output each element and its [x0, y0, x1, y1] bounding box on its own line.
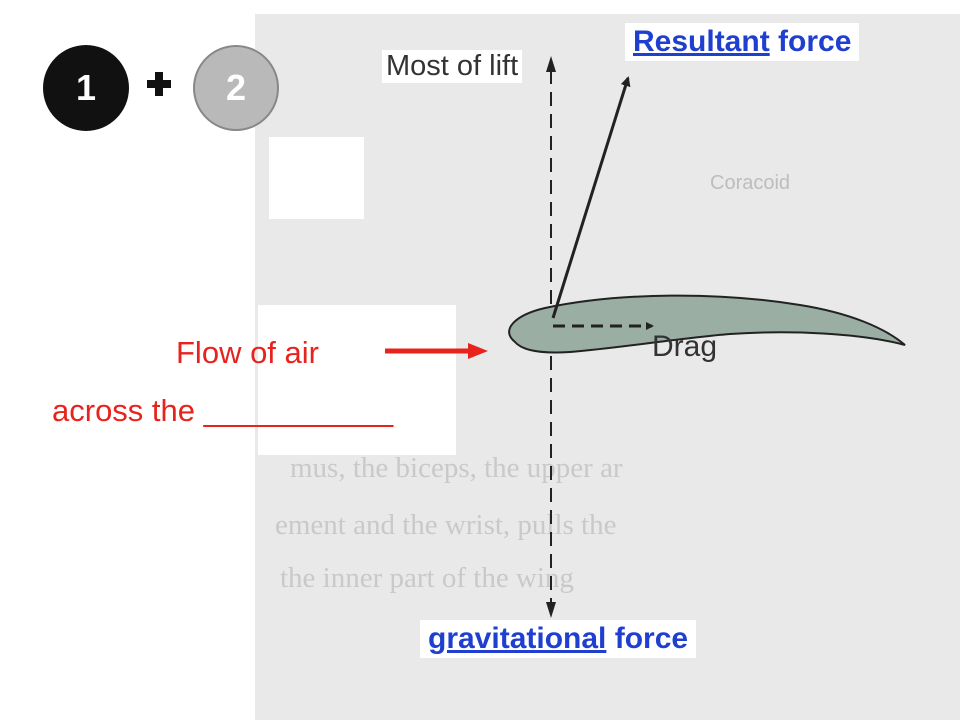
gravity-arrowhead: [546, 602, 556, 618]
gravitational-link[interactable]: gravitational: [428, 622, 607, 655]
scan-text-line: mus, the biceps, the upper ar: [290, 452, 623, 484]
step-two-label: 2: [225, 67, 247, 108]
most-of-lift-label: Most of lift: [382, 50, 523, 83]
resultant-suffix: force: [769, 25, 852, 58]
blank-box: [269, 137, 364, 219]
flow-label-backdrop: [258, 305, 456, 455]
scan-text-line: ement and the wrist, pulls the: [275, 509, 617, 541]
drag-label: Drag: [652, 330, 718, 363]
step-two-circle: 2: [193, 45, 279, 131]
gravitational-suffix: force: [606, 622, 689, 655]
airfoil: [508, 294, 906, 354]
airflow-arrowhead: [468, 343, 488, 359]
scan-text-line: the inner part of the wing: [280, 562, 574, 594]
resultant-force-arrow: [551, 76, 631, 319]
lift-arrowhead: [546, 56, 556, 72]
scan-text-coracoid: Coracoid: [710, 172, 791, 194]
resultant-force-label: Resultant force: [625, 23, 860, 61]
step-one-label: 1: [75, 67, 97, 108]
step-one-circle: 1: [43, 45, 129, 131]
across-the-blank-label: across the ___________: [52, 393, 394, 428]
gravitational-force-label: gravitational force: [420, 620, 697, 658]
plus-icon: [147, 72, 171, 96]
flow-of-air-label: Flow of air: [176, 335, 319, 370]
resultant-link[interactable]: Resultant: [633, 25, 770, 58]
